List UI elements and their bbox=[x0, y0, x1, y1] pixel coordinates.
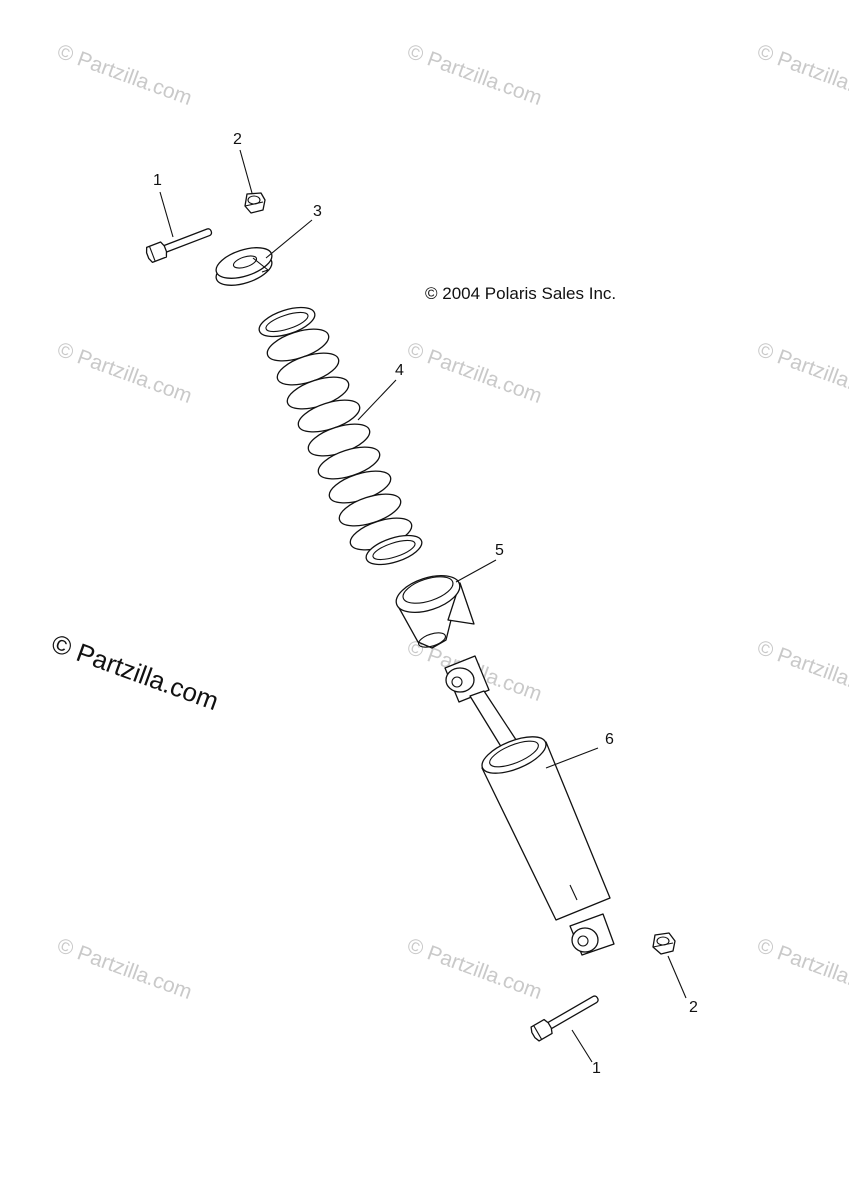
callout-spring: 4 bbox=[395, 362, 404, 379]
callout-shock: 6 bbox=[605, 731, 614, 748]
callout-bumper: 5 bbox=[495, 542, 504, 559]
bolt-bottom bbox=[530, 995, 599, 1042]
callout-bolt-top: 1 bbox=[153, 172, 162, 189]
jounce-bumper bbox=[395, 575, 475, 649]
shock-absorber bbox=[444, 655, 615, 956]
callout-washer: 3 bbox=[313, 203, 322, 220]
bolt-top bbox=[145, 228, 213, 263]
coil-spring bbox=[258, 306, 423, 566]
callout-bolt-bottom: 1 bbox=[592, 1060, 601, 1077]
callout-nut-bottom: 2 bbox=[689, 999, 698, 1016]
nut-top bbox=[244, 192, 266, 214]
leader-lines bbox=[159, 149, 687, 1063]
spring-retainer-washer bbox=[215, 247, 273, 286]
copyright-text: © 2004 Polaris Sales Inc. bbox=[425, 284, 617, 303]
callout-nut-top: 2 bbox=[233, 131, 242, 148]
nut-bottom bbox=[652, 932, 676, 955]
